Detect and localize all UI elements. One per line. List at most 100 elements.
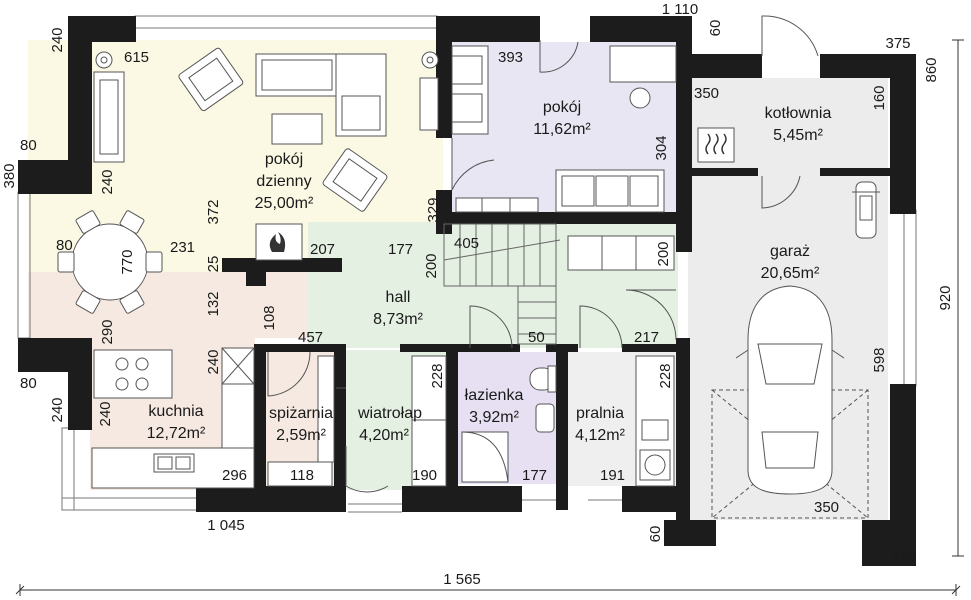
shelf — [455, 197, 539, 213]
cooktop-island — [93, 349, 173, 399]
dining-table — [71, 223, 149, 301]
dim-60-top: 60 — [707, 20, 724, 37]
room-labels: pokój dzienny 25,00m² pokój 11,62m² kotł… — [147, 99, 832, 444]
car-icon — [747, 285, 833, 495]
dim-200-right: 200 — [655, 241, 672, 266]
room-area: 11,62m² — [533, 121, 591, 138]
dim-217: 217 — [634, 329, 659, 346]
dim-108: 108 — [261, 305, 278, 330]
fireplace — [255, 223, 303, 261]
door-laundry — [579, 305, 623, 349]
dim-60-bottom: 60 — [647, 526, 664, 543]
dim-350-boiler: 350 — [694, 85, 719, 102]
dim-860: 860 — [923, 57, 940, 82]
dim-160: 160 — [871, 85, 888, 110]
walls — [18, 16, 916, 566]
dim-240-kitchen2: 240 — [97, 401, 114, 426]
door-garage-top — [761, 15, 819, 57]
dim-228-vestibule: 228 — [429, 363, 446, 388]
dim-80-dining: 80 — [56, 237, 73, 254]
door-pantry — [267, 351, 311, 397]
window-garage-right — [903, 209, 917, 387]
dim-25: 25 — [205, 256, 222, 273]
dim-615: 615 — [124, 49, 149, 66]
chair-icon — [629, 87, 651, 109]
living-room-area: 25,00m² — [255, 195, 314, 212]
dim-177-bath: 177 — [522, 467, 547, 484]
desk — [609, 45, 677, 83]
dim-380: 380 — [1, 163, 18, 188]
dim-1110: 1 110 — [662, 1, 698, 18]
boiler-room-name: kotłownia — [765, 105, 832, 122]
garage-area: 20,65m² — [761, 265, 820, 282]
dim-240-left-bottom: 240 — [49, 397, 66, 422]
washbasin — [535, 403, 555, 433]
dimension-labels: 240 615 393 1 110 60 375 860 350 160 304… — [1, 1, 954, 588]
dim-207: 207 — [310, 241, 335, 258]
vestibule-area: 4,20m² — [359, 427, 409, 444]
room-sofa — [555, 169, 665, 213]
vestibule-name: wiatrołap — [357, 405, 422, 422]
dim-329: 329 — [425, 197, 442, 222]
dim-80-left-bottom: 80 — [20, 375, 37, 392]
dim-375: 375 — [885, 35, 910, 52]
dim-177-hall: 177 — [388, 241, 413, 258]
window-kitchen-bottom — [61, 497, 199, 511]
dim-132: 132 — [205, 291, 222, 316]
door-room-left — [451, 138, 495, 191]
fire-icon — [269, 232, 286, 252]
hall-name: hall — [386, 289, 411, 306]
hall-area: 8,73m² — [373, 311, 423, 328]
dim-228-laundry: 228 — [657, 363, 674, 388]
dim-920: 920 — [937, 285, 954, 310]
heating-icon — [705, 133, 727, 155]
kitchen-area: 12,72m² — [147, 425, 206, 442]
pantry-name: spiżarnia — [269, 405, 333, 422]
vestibule-wardrobe — [411, 355, 447, 487]
living-room-name-2: dzienny — [256, 173, 311, 190]
bathroom-area: 3,92m² — [469, 409, 519, 426]
dim-598: 598 — [871, 347, 888, 372]
armchair-1 — [178, 47, 244, 112]
kitchen-name: kuchnia — [148, 403, 203, 420]
dim-118: 118 — [290, 467, 314, 484]
window-living-top — [134, 15, 438, 29]
room-name: pokój — [543, 99, 581, 116]
door-boiler — [761, 175, 801, 209]
doors — [267, 15, 819, 493]
door-hall-garage — [625, 289, 677, 341]
hall-wardrobe — [567, 235, 675, 271]
dimension-lines — [15, 39, 964, 596]
dim-1045: 1 045 — [207, 517, 245, 534]
door-room-top — [539, 40, 579, 73]
door-vestibule — [345, 446, 389, 493]
dim-50: 50 — [528, 329, 545, 346]
tv-cabinet — [93, 71, 125, 163]
side-shelf — [419, 77, 439, 131]
dim-290: 290 — [99, 319, 116, 344]
dim-405: 405 — [454, 235, 479, 252]
door-bath — [469, 305, 513, 349]
dim-296: 296 — [222, 467, 247, 484]
dim-393: 393 — [498, 49, 523, 66]
dim-372: 372 — [205, 199, 222, 224]
dim-457: 457 — [298, 329, 323, 346]
dim-240-living: 240 — [99, 169, 116, 194]
dim-304: 304 — [653, 135, 670, 160]
bathroom-name: łazienka — [465, 387, 524, 404]
motorcycle-icon — [855, 181, 877, 239]
dim-350-garage: 350 — [814, 499, 839, 516]
garage-name: garaż — [770, 243, 810, 260]
laundry-sink — [641, 419, 669, 441]
armchair-2 — [322, 148, 388, 212]
pantry-shelf — [267, 461, 333, 487]
dim-231: 231 — [170, 239, 195, 256]
laundry-area: 4,12m² — [575, 427, 625, 444]
pantry-area: 2,59m² — [276, 427, 326, 444]
coffee-table — [271, 113, 323, 145]
furniture — [57, 45, 735, 489]
stairs — [443, 223, 561, 345]
laundry-name: pralnia — [576, 405, 624, 422]
dim-1565: 1 565 — [443, 571, 481, 588]
living-room-name-1: pokój — [265, 151, 303, 168]
